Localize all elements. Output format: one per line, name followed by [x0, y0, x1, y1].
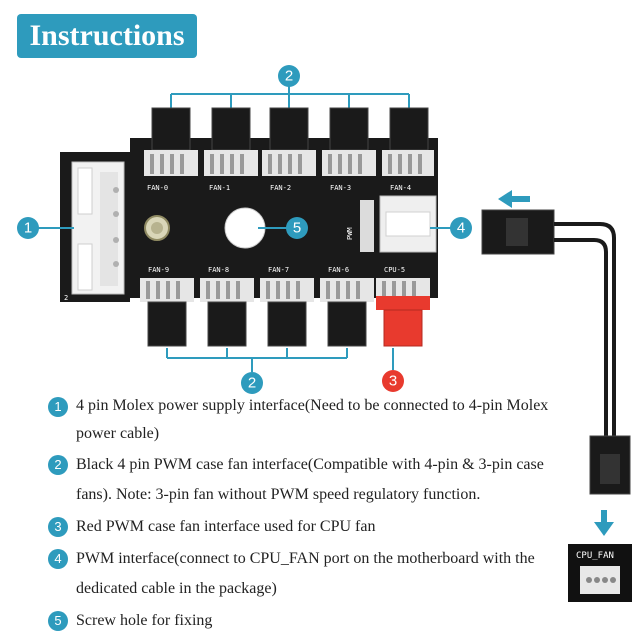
fan-connector-6: FAN-6: [320, 266, 374, 347]
instruction-number: 5: [48, 611, 68, 631]
fan-label-9: FAN-9: [148, 266, 169, 274]
svg-text:4: 4: [457, 220, 465, 237]
svg-text:CPU_FAN: CPU_FAN: [576, 551, 614, 561]
instruction-number: 1: [48, 397, 68, 417]
instruction-2: 2 Black 4 pin PWM case fan interface(Com…: [48, 450, 576, 510]
instruction-3: 3 Red PWM case fan interface used for CP…: [48, 512, 608, 542]
arrow-left-icon: [498, 190, 530, 208]
fan-connector-3: FAN-3: [322, 107, 376, 192]
fan-label-0: FAN-0: [147, 184, 168, 192]
fan-connector-9: FAN-9: [140, 266, 194, 347]
fan-connector-4: FAN-4: [382, 107, 434, 192]
board-side-label: 2: [64, 294, 68, 302]
fan-label-8: FAN-8: [208, 266, 229, 274]
cpu-fan-header: CPU_FAN: [568, 544, 632, 602]
instruction-1: 1 4 pin Molex power supply interface(Nee…: [48, 392, 576, 448]
instruction-text: Screw hole for fixing: [76, 612, 213, 629]
instruction-text: 4 pin Molex power supply interface(Need …: [76, 397, 549, 442]
fan-label-2: FAN-2: [270, 184, 291, 192]
molex-connector: [71, 161, 125, 295]
callout-2-bottom-lines: [166, 348, 394, 372]
pwm-header: PWM: [346, 195, 437, 253]
instruction-5: 5 Screw hole for fixing: [48, 606, 608, 636]
svg-text:1: 1: [24, 220, 32, 237]
svg-text:PWM: PWM: [346, 227, 354, 240]
instruction-number: 4: [48, 549, 68, 569]
instruction-number: 2: [48, 455, 68, 475]
fan-connector-1: FAN-1: [204, 107, 258, 192]
instruction-text: Red PWM case fan interface used for CPU …: [76, 518, 376, 535]
svg-text:3: 3: [389, 373, 397, 390]
svg-text:2: 2: [285, 68, 293, 85]
instruction-text: PWM interface(connect to CPU_FAN port on…: [76, 550, 535, 597]
fan-label-3: FAN-3: [330, 184, 351, 192]
instructions-list: 1 4 pin Molex power supply interface(Nee…: [48, 392, 608, 638]
callout-2-top: 2: [278, 65, 300, 87]
fan-label-6: FAN-6: [328, 266, 349, 274]
callout-2-top-lines: [170, 86, 410, 108]
fan-connector-2: FAN-2: [262, 107, 316, 192]
top-fan-connectors: FAN-0 FAN-1 FAN-2 FAN-3 FAN-4: [144, 107, 434, 192]
fan-connector-8: FAN-8: [200, 266, 254, 347]
callout-2-bottom: 2: [241, 372, 263, 394]
cpu-fan-connector: CPU-5: [376, 266, 430, 347]
hub-board: 2 PWM: [60, 138, 438, 302]
instruction-number: 3: [48, 517, 68, 537]
fan-label-7: FAN-7: [268, 266, 289, 274]
fan-connector-0: FAN-0: [144, 107, 198, 192]
fan-label-cpu: CPU-5: [384, 266, 405, 274]
instruction-4: 4 PWM interface(connect to CPU_FAN port …: [48, 544, 576, 604]
svg-text:2: 2: [248, 375, 256, 392]
callout-3: 3: [382, 370, 404, 392]
svg-text:5: 5: [293, 220, 301, 237]
callout-4: 4: [430, 217, 472, 239]
callout-1: 1: [17, 217, 74, 239]
arrow-down-icon: [594, 510, 614, 536]
capacitor: [144, 215, 170, 241]
bottom-fan-connectors: FAN-9 FAN-8 FAN-7 FAN-6 CPU-5: [140, 266, 430, 347]
fan-connector-7: FAN-7: [260, 266, 314, 347]
fan-label-1: FAN-1: [209, 184, 230, 192]
pwm-cable: [481, 190, 631, 536]
instructions-title: Instructions: [17, 14, 197, 58]
fan-label-4: FAN-4: [390, 184, 411, 192]
instruction-text: Black 4 pin PWM case fan interface(Compa…: [76, 456, 544, 503]
callout-5: 5: [258, 217, 308, 239]
